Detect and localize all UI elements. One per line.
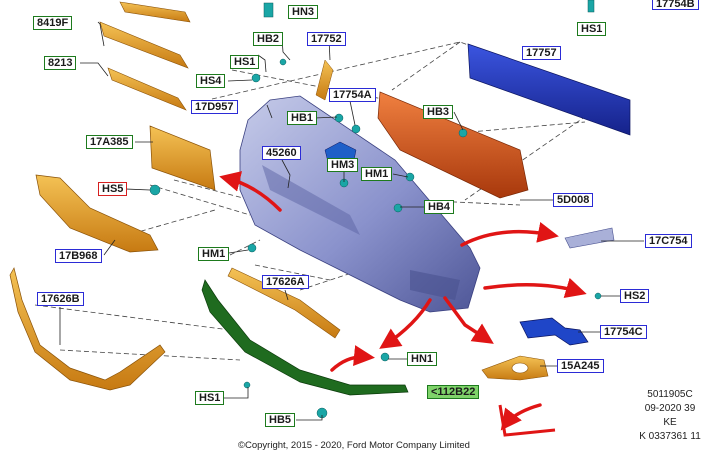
label-hm1-top[interactable]: HM1 bbox=[361, 167, 393, 181]
pointer-arrow-corner bbox=[498, 404, 556, 437]
label-45260[interactable]: 45260 bbox=[262, 146, 301, 160]
label-17626b[interactable]: 17626B bbox=[37, 292, 84, 306]
label-17a385[interactable]: 17A385 bbox=[86, 135, 133, 149]
fasteners bbox=[149, 0, 602, 419]
bumper-reinforcement bbox=[467, 43, 631, 136]
lower-grille bbox=[35, 174, 159, 253]
label-17c754[interactable]: 17C754 bbox=[645, 234, 692, 248]
label-hn1[interactable]: HN1 bbox=[407, 352, 438, 366]
diagram-code: 5011905C bbox=[647, 389, 693, 400]
copyright-notice: ©Copyright, 2015 - 2020, Ford Motor Comp… bbox=[238, 440, 470, 451]
label-8213[interactable]: 8213 bbox=[44, 56, 77, 70]
label-hb4[interactable]: HB4 bbox=[424, 200, 455, 214]
label-hb5[interactable]: HB5 bbox=[265, 413, 296, 427]
label-hs1-top[interactable]: HS1 bbox=[577, 22, 607, 36]
label-17b968[interactable]: 17B968 bbox=[55, 249, 102, 263]
label-hn3[interactable]: HN3 bbox=[288, 5, 319, 19]
label-hb2[interactable]: HB2 bbox=[253, 32, 284, 46]
label-112b22[interactable]: <112B22 bbox=[427, 385, 480, 399]
label-hb3[interactable]: HB3 bbox=[423, 105, 454, 119]
grille-bar-upper bbox=[99, 1, 191, 111]
diagram-region: KE bbox=[663, 417, 677, 428]
label-17626a[interactable]: 17626A bbox=[262, 275, 309, 289]
label-hs4[interactable]: HS4 bbox=[196, 74, 226, 88]
bumper-trim-upper bbox=[227, 267, 341, 339]
license-plate-bracket bbox=[149, 125, 216, 191]
label-hs1-mid[interactable]: HS1 bbox=[230, 55, 260, 69]
label-8419f[interactable]: 8419F bbox=[33, 16, 73, 30]
leader-lines bbox=[59, 21, 644, 421]
label-hs2[interactable]: HS2 bbox=[620, 289, 650, 303]
label-17754c[interactable]: 17754C bbox=[600, 325, 647, 339]
bumper-trim-lower bbox=[9, 267, 166, 391]
label-17754b[interactable]: 17754B bbox=[652, 0, 699, 10]
label-17752[interactable]: 17752 bbox=[307, 32, 346, 46]
label-hs1-bot[interactable]: HS1 bbox=[195, 391, 225, 405]
label-17754a[interactable]: 17754A bbox=[329, 88, 376, 102]
label-17d957[interactable]: 17D957 bbox=[191, 100, 238, 114]
callout-arrows bbox=[219, 171, 587, 431]
label-hm3[interactable]: HM3 bbox=[327, 158, 359, 172]
label-5d008[interactable]: 5D008 bbox=[553, 193, 594, 207]
label-17757[interactable]: 17757 bbox=[522, 46, 561, 60]
label-hb1[interactable]: HB1 bbox=[287, 111, 318, 125]
diagram-catalog-number: K 0337361 11 bbox=[639, 431, 701, 442]
lower-valance bbox=[201, 279, 409, 396]
fog-lamp-bracket bbox=[519, 317, 589, 346]
diagram-date: 09-2020 39 bbox=[644, 403, 696, 414]
label-hm1-mid[interactable]: HM1 bbox=[198, 247, 230, 261]
label-15a245[interactable]: 15A245 bbox=[557, 359, 604, 373]
energy-absorber bbox=[377, 91, 529, 199]
side-extension bbox=[564, 227, 615, 249]
label-hs5[interactable]: HS5 bbox=[98, 182, 128, 196]
